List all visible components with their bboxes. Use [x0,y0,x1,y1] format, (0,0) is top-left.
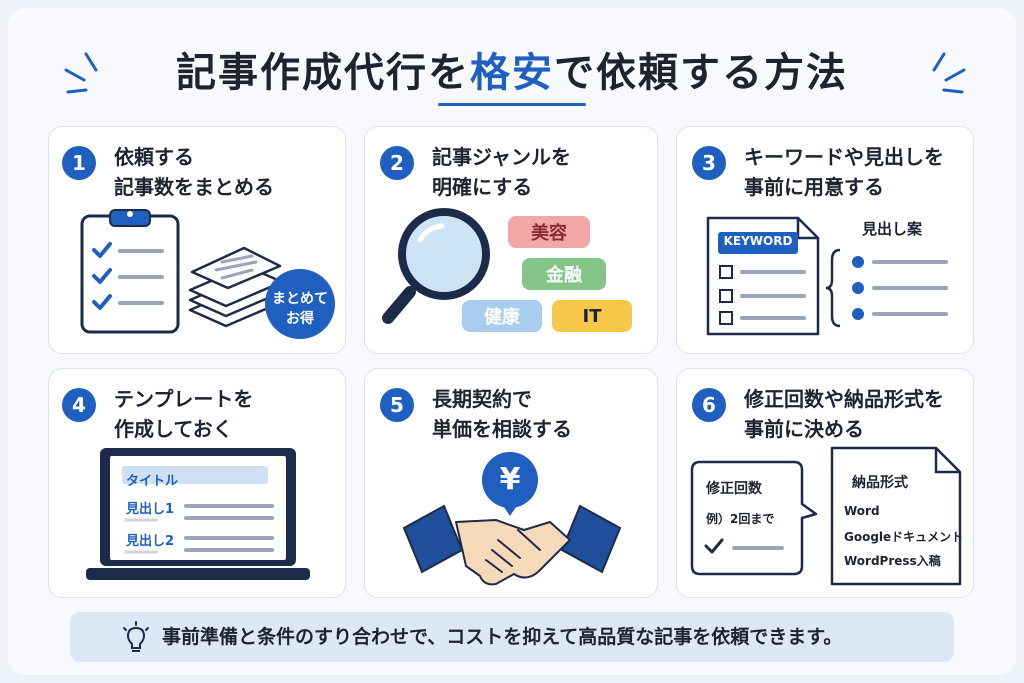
document-stack-icon [188,246,284,328]
bundle-badge [265,269,335,339]
headings-label: 見出し案 [862,220,923,238]
format-title: 納品形式 [852,475,908,491]
revision-title: 修正回数 [706,481,762,497]
badge-line2: お得 [286,311,314,327]
checklist-clipboard-icon [80,209,180,334]
format-wordpress: WordPress入稿 [844,554,941,568]
genre-tag-it: IT [552,300,632,332]
badge-line1: まとめて [272,291,328,307]
format-doc-icon [830,446,962,586]
template-heading-2: 見出し2 [126,534,175,549]
template-title: タイトル [126,474,179,489]
handshake-icon [402,504,622,586]
genre-tag-finance: 金融 [522,258,606,290]
title-accent: 格安 [470,50,554,96]
page-title: 記事作成代行を格安で依頼する方法 [176,50,848,96]
title-underline [438,103,586,106]
format-google-docs: Googleドキュメント [844,530,964,544]
step-title-5: 長期契約で単価を相談する [432,387,572,441]
revision-bubble-icon [690,460,818,576]
template-heading-1: 見出し1 [126,502,175,517]
step-title-1: 依頼する記事数をまとめる [114,145,274,199]
step-title-4: テンプレートを作成しておく [114,387,254,441]
genre-tag-health: 健康 [462,300,542,332]
step-number-4: 4 [62,388,96,422]
step-number-5: 5 [380,388,414,422]
step-title-2: 記事ジャンルを明確にする [432,145,571,199]
revision-example: 例）2回まで [706,512,775,526]
step-number-2: 2 [380,146,414,180]
footer-message: 事前準備と条件のすり合わせで、コストを抑えて高品質な記事を依頼できます。 [162,626,843,648]
keyword-label: KEYWORD [723,234,793,248]
yen-symbol: ¥ [499,462,521,497]
laptop-icon [86,448,310,580]
magnifier-icon [382,208,490,324]
step-title-3: キーワードや見出しを事前に用意する [744,145,944,199]
step-number-6: 6 [692,388,726,422]
footer-banner [70,612,954,662]
left-sparkle-icon [64,52,98,94]
yen-icon [482,452,538,516]
genre-tag-beauty: 美容 [508,216,590,248]
lightbulb-icon [123,621,149,652]
keyword-doc-icon [706,216,820,336]
format-word: Word [844,504,880,518]
step-number-1: 1 [62,146,96,180]
right-sparkle-icon [932,52,966,94]
step-title-6: 修正回数や納品形式を事前に決める [744,387,944,441]
step-number-3: 3 [692,146,726,180]
headings-bracket-icon [825,248,948,328]
